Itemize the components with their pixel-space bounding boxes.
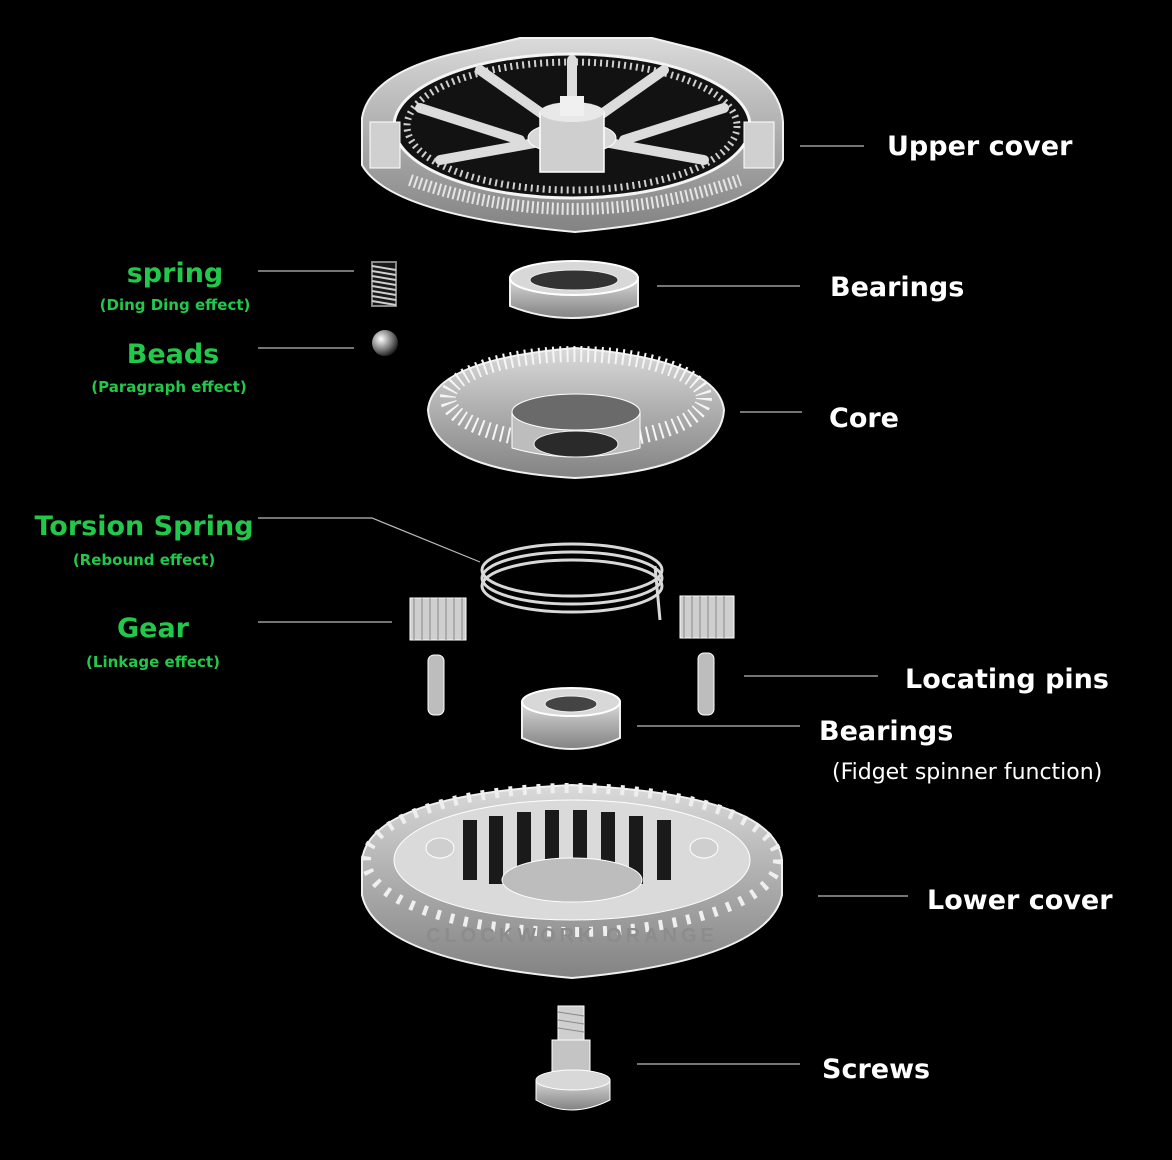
label-beads: Beads — [126, 339, 220, 370]
screw-part — [535, 1005, 611, 1111]
gear-right-part — [679, 595, 735, 639]
label-lower-cover: Lower cover — [927, 885, 1113, 916]
leader-torsion-spring — [258, 517, 481, 563]
lower-cover-part: CLOCKWORK ORANGE — [361, 783, 783, 980]
bearing-bottom-part — [521, 687, 621, 750]
label-bearings-bottom-note: (Fidget spinner function) — [832, 760, 1103, 785]
locating-pin-right-part — [697, 652, 715, 716]
torsion-spring-part — [480, 542, 664, 621]
leader-lines — [258, 145, 908, 1065]
label-gear-sub: (Linkage effect) — [86, 653, 220, 671]
label-spring-sub: (Ding Ding effect) — [99, 296, 251, 314]
spring-part — [371, 261, 397, 307]
label-torsion-spring-sub: (Rebound effect) — [72, 551, 216, 569]
label-gear: Gear — [116, 613, 190, 644]
label-bearings-bottom: Bearings — [819, 716, 954, 747]
label-bearings-top: Bearings — [830, 272, 965, 303]
label-upper-cover: Upper cover — [887, 131, 1073, 162]
label-screws: Screws — [822, 1054, 931, 1085]
label-locating-pins: Locating pins — [905, 664, 1109, 695]
label-spring: spring — [126, 258, 224, 289]
lower-cover-engraving: CLOCKWORK ORANGE — [426, 925, 718, 947]
upper-cover-part — [361, 37, 784, 234]
gear-left-part — [409, 597, 467, 641]
label-torsion-spring: Torsion Spring — [34, 511, 254, 542]
label-beads-sub: (Paragraph effect) — [91, 378, 247, 396]
locating-pin-left-part — [427, 654, 445, 716]
label-core: Core — [829, 403, 899, 434]
bearing-top-part — [509, 260, 639, 319]
bead-part — [372, 330, 398, 356]
core-part — [426, 346, 726, 480]
